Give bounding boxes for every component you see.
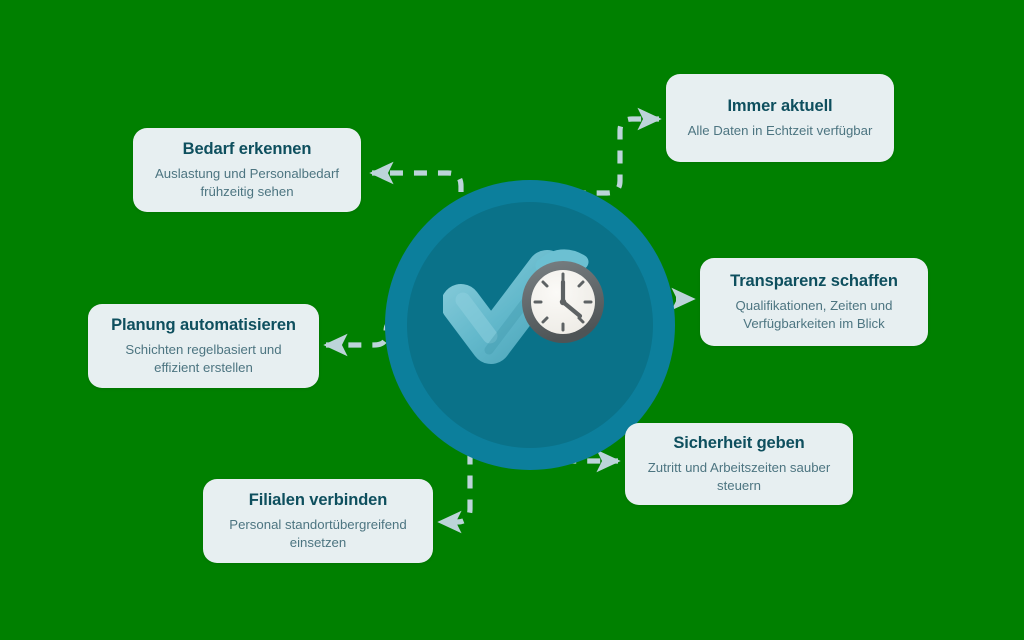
card-title: Sicherheit geben: [673, 433, 805, 452]
card-description: Auslastung und Personalbedarf frühzeitig…: [154, 165, 340, 199]
card-title: Filialen verbinden: [248, 490, 388, 509]
card-title: Bedarf erkennen: [182, 139, 312, 158]
card-title: Planung automatisieren: [111, 315, 296, 334]
card-title: Immer aktuell: [727, 97, 833, 116]
card-planung-automatisieren[interactable]: Planung automatisieren Schichten regelba…: [88, 304, 319, 388]
card-description: Alle Daten in Echtzeit verfügbar: [687, 122, 873, 138]
card-filialen-verbinden[interactable]: Filialen verbinden Personal standortüber…: [203, 479, 433, 563]
card-bedarf-erkennen[interactable]: Bedarf erkennen Auslastung und Personalb…: [133, 128, 361, 212]
card-immer-aktuell[interactable]: Immer aktuell Alle Daten in Echtzeit ver…: [666, 74, 894, 162]
checkmark-clock-icon: [443, 249, 604, 364]
card-description: Personal standortübergreifend einsetzen: [229, 516, 407, 550]
hub-circle: [385, 180, 675, 470]
card-sicherheit-geben[interactable]: Sicherheit geben Zutritt und Arbeitszeit…: [625, 423, 853, 505]
card-description: Schichten regelbasiert und effizient ers…: [125, 341, 282, 375]
card-description: Zutritt und Arbeitszeiten sauber steuern: [647, 459, 831, 493]
card-title: Transparenz schaffen: [730, 271, 898, 290]
card-transparenz-schaffen[interactable]: Transparenz schaffen Qualifikationen, Ze…: [700, 258, 928, 346]
card-description: Qualifikationen, Zeiten und Verfügbarkei…: [735, 297, 893, 331]
